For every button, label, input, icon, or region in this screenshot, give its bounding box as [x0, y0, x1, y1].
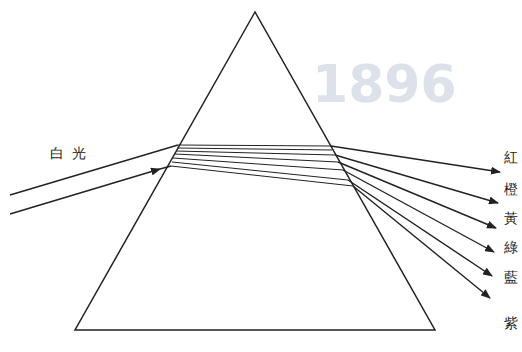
refracted-rays: [171, 145, 353, 186]
color-label: 橙: [504, 182, 518, 197]
color-label: 紫: [504, 316, 518, 331]
color-label: 綠: [504, 240, 518, 255]
white-light-ray: [10, 169, 160, 214]
dispersed-rays: [331, 146, 500, 298]
color-label: 藍: [504, 270, 518, 285]
watermark: 1896: [312, 58, 457, 110]
white-light-ray: [10, 145, 178, 195]
color-label: 黃: [504, 211, 518, 226]
color-label: 紅: [504, 150, 518, 165]
light-label: 白光: [50, 146, 94, 161]
white-light-ray: [160, 166, 171, 169]
